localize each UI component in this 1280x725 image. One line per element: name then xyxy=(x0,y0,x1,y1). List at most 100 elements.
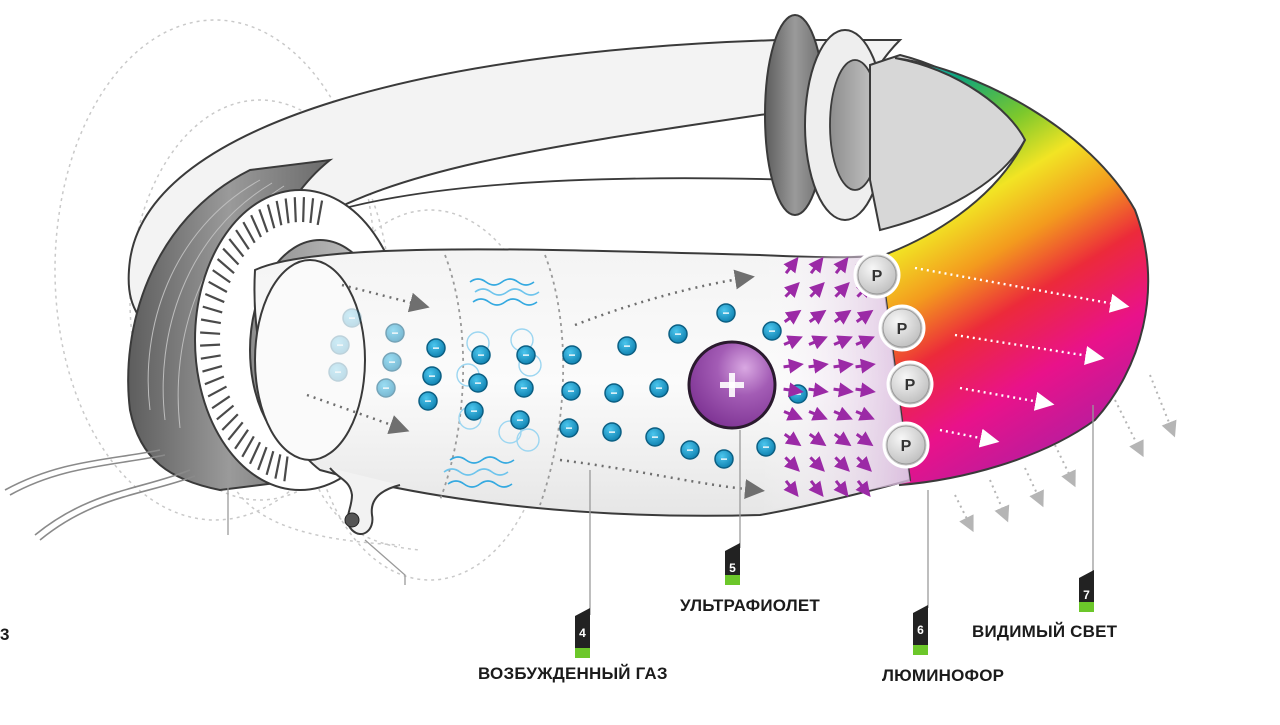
svg-text:−: − xyxy=(522,348,529,362)
uv-arrow xyxy=(808,358,829,374)
electrons: −−−−−−−−−−−−−−−−−−−−−−−−−−−−−− xyxy=(328,303,808,469)
svg-text:−: − xyxy=(516,413,523,427)
external-light-arrows xyxy=(954,374,1177,533)
uv-arrow xyxy=(783,382,804,398)
svg-text:−: − xyxy=(655,381,662,395)
svg-text:−: − xyxy=(348,311,355,325)
svg-text:−: − xyxy=(432,341,439,355)
uv-arrow xyxy=(855,406,875,421)
svg-text:P: P xyxy=(901,438,912,455)
electron: − xyxy=(510,410,530,430)
uv-arrow xyxy=(855,382,876,398)
electron: − xyxy=(604,383,624,403)
uv-arrow xyxy=(833,309,852,325)
callout-number-4: 4 xyxy=(579,626,586,640)
callout-number-6: 6 xyxy=(917,623,924,637)
uv-arrow xyxy=(783,431,802,447)
electron: − xyxy=(716,303,736,323)
label-phosphor: ЛЮМИНОФОР xyxy=(882,666,1005,685)
uv-arrow xyxy=(833,479,849,498)
svg-text:−: − xyxy=(722,306,729,320)
uv-arrow xyxy=(808,335,828,350)
electron: − xyxy=(714,449,734,469)
mercury-ion xyxy=(687,340,777,430)
electron: − xyxy=(471,345,491,365)
label-cutoff: 3 xyxy=(0,625,10,644)
svg-text:−: − xyxy=(794,387,801,401)
callout-marker-6: 6 xyxy=(913,605,928,655)
uv-arrow xyxy=(808,479,824,498)
uv-arrow xyxy=(783,335,803,350)
electron: − xyxy=(645,427,665,447)
ultraviolet-arrows xyxy=(783,256,876,498)
leader-lines xyxy=(227,405,1094,615)
connector-pin xyxy=(329,467,401,535)
light-emission-arrows xyxy=(914,266,1130,448)
uv-arrow xyxy=(855,479,871,498)
svg-text:−: − xyxy=(565,421,572,435)
uv-arrow xyxy=(808,382,829,398)
svg-text:−: − xyxy=(762,440,769,454)
electron: − xyxy=(562,345,582,365)
svg-text:−: − xyxy=(388,355,395,369)
uv-arrow xyxy=(833,282,850,298)
svg-text:−: − xyxy=(674,327,681,341)
uv-arrow xyxy=(783,309,802,325)
svg-text:−: − xyxy=(768,324,775,338)
svg-text:−: − xyxy=(720,452,727,466)
svg-text:−: − xyxy=(608,425,615,439)
svg-text:−: − xyxy=(474,376,481,390)
uv-arrow xyxy=(808,309,827,325)
uv-arrow xyxy=(783,406,803,421)
uv-arrow xyxy=(784,455,800,472)
label-ultraviolet: УЛЬТРАФИОЛЕТ xyxy=(680,596,821,615)
uv-arrow xyxy=(833,335,853,350)
electron: − xyxy=(382,352,402,372)
uv-arrow xyxy=(833,382,854,398)
uv-arrow xyxy=(855,431,874,447)
svg-text:−: − xyxy=(336,338,343,352)
phosphor-particle: P xyxy=(882,421,930,469)
callout-marker-4: 4 xyxy=(575,608,590,658)
uv-arrow xyxy=(834,455,850,472)
electron: − xyxy=(514,378,534,398)
uv-arrow xyxy=(783,282,800,298)
electron: − xyxy=(385,323,405,343)
electron: − xyxy=(328,362,348,382)
svg-text:−: − xyxy=(391,326,398,340)
label-visible-light: ВИДИМЫЙ СВЕТ xyxy=(972,622,1118,641)
uv-arrow xyxy=(833,406,853,421)
uv-arrow xyxy=(808,406,828,421)
callout-marker-5: 5 xyxy=(725,543,740,593)
svg-text:P: P xyxy=(905,377,916,394)
callout-marker-7: 7 xyxy=(1079,570,1094,620)
electron: − xyxy=(422,366,442,386)
uv-arrow xyxy=(855,358,876,374)
svg-text:−: − xyxy=(568,348,575,362)
uv-arrow xyxy=(833,431,852,447)
electron: − xyxy=(516,345,536,365)
svg-text:−: − xyxy=(623,339,630,353)
electron-flow-arrows xyxy=(306,269,765,500)
phosphor-particle: P xyxy=(886,360,934,408)
svg-text:P: P xyxy=(897,321,908,338)
svg-text:−: − xyxy=(686,443,693,457)
electron: − xyxy=(602,422,622,442)
visible-light-section xyxy=(868,57,1150,487)
svg-text:−: − xyxy=(567,384,574,398)
uv-arrow xyxy=(808,282,825,298)
svg-text:−: − xyxy=(382,381,389,395)
uv-arrow xyxy=(783,479,799,498)
uv-arrow xyxy=(855,335,875,350)
tube-body xyxy=(253,248,912,517)
electron: − xyxy=(649,378,669,398)
electron: − xyxy=(680,440,700,460)
electron: − xyxy=(561,381,581,401)
uv-arrow xyxy=(833,256,849,275)
label-excited-gas: ВОЗБУЖДЕННЫЙ ГАЗ xyxy=(478,664,668,683)
electron: − xyxy=(464,401,484,421)
uv-arrow xyxy=(808,256,824,275)
electron: − xyxy=(376,378,396,398)
